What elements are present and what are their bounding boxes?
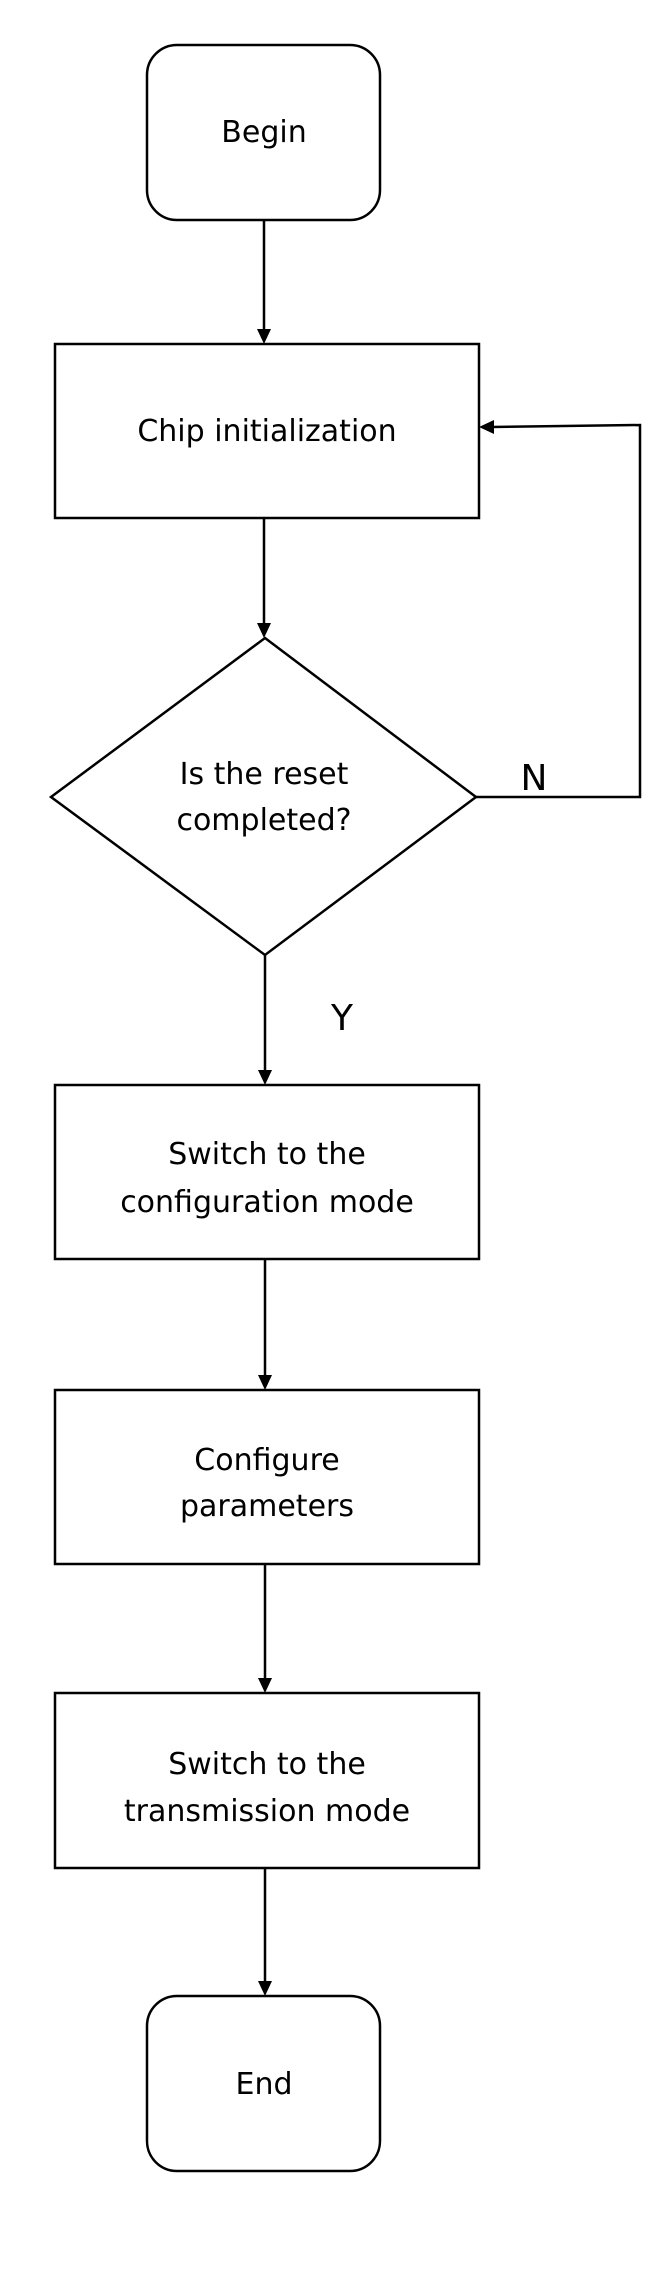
arrowhead-chip-init-to-reset-check xyxy=(257,623,271,638)
config-mode-process xyxy=(53,1083,481,1261)
chip-init-process xyxy=(53,342,481,520)
trans-mode-process xyxy=(53,1691,481,1870)
begin-label: Begin xyxy=(221,115,306,150)
arrowhead-begin-to-chip-init xyxy=(257,329,271,344)
reset-check-decision xyxy=(48,636,479,957)
branch-label-yes: Y xyxy=(330,998,354,1039)
arrowhead-configure-to-trans-mode xyxy=(258,1678,272,1693)
arrowhead-config-mode-to-configure xyxy=(258,1375,272,1390)
edge-reset-check-to-chip-init xyxy=(476,423,642,799)
branch-label-no: N xyxy=(521,758,548,799)
config-mode-label-line-2: configuration mode xyxy=(120,1185,414,1220)
reset-check-label-line-1: Is the reset xyxy=(180,757,349,792)
trans-mode-label-line-1: Switch to the xyxy=(168,1747,366,1782)
arrowhead-reset-check-to-chip-init xyxy=(479,420,494,434)
config-mode-label-line-1: Switch to the xyxy=(168,1137,366,1172)
arrowhead-reset-check-to-config-mode xyxy=(258,1070,272,1085)
configure-label-line-1: Configure xyxy=(194,1443,339,1478)
arrowhead-trans-mode-to-end xyxy=(258,1981,272,1996)
configure-label-line-2: parameters xyxy=(180,1489,354,1524)
end-terminator xyxy=(145,1994,382,2173)
trans-mode-label-line-2: transmission mode xyxy=(124,1794,410,1829)
chip-init-label: Chip initialization xyxy=(137,414,396,449)
end-label: End xyxy=(235,2067,292,2102)
reset-check-label-line-2: completed? xyxy=(176,803,351,838)
configure-process xyxy=(53,1388,481,1566)
